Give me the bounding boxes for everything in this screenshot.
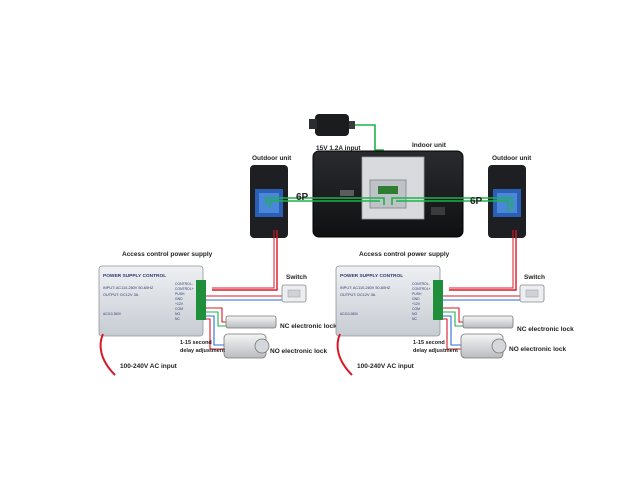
outdoor-unit-left — [250, 165, 288, 238]
left-switch-label: Switch — [286, 274, 307, 281]
indoor-unit-label: Indoor unit — [412, 142, 447, 149]
left-psu-title: Access control power supply — [122, 251, 213, 258]
right-psu-header: POWER SUPPLY CONTROL — [340, 273, 403, 279]
left-exit-switch — [281, 284, 307, 303]
outdoor-unit-left-label: Outdoor unit — [252, 155, 292, 162]
six-p-left-label: 6P — [296, 192, 309, 203]
left-psu-side: AC110-260V — [103, 312, 122, 316]
right-wiring — [443, 295, 520, 350]
right-terminal-label: PUSH — [412, 292, 422, 296]
left-no-lock-label: NO electronic lock — [270, 348, 327, 355]
six-p-cable-left — [265, 197, 385, 208]
right-terminal-label: NO — [412, 312, 417, 316]
left-unlock-wire-2 — [212, 230, 275, 289]
left-nc-lock-label: NC electronic lock — [280, 323, 337, 330]
right-power-supply — [335, 265, 443, 337]
left-terminal-label: CONTROL+ — [175, 287, 194, 291]
right-psu-terminal-list: CONTROL- CONTROL+ PUSH GND +12V COM NO N… — [412, 282, 431, 321]
right-terminal-label: CONTROL+ — [412, 287, 431, 291]
right-delay-line2: delay adjustment — [413, 348, 458, 354]
left-terminal-label: NC — [175, 317, 180, 321]
adapter-label: 15V 1.2A input — [316, 145, 361, 152]
left-terminal-label: +12V — [175, 302, 184, 306]
right-delay-line1: 1-15 second — [413, 340, 445, 346]
left-ac-cord — [99, 333, 116, 376]
indoor-unit — [312, 150, 464, 238]
left-nc-lock — [225, 315, 277, 329]
power-adapter — [309, 114, 355, 136]
right-no-lock-label: NO electronic lock — [509, 346, 566, 353]
outdoor-unit-right-label: Outdoor unit — [492, 155, 532, 162]
left-no-lock — [223, 333, 270, 359]
left-terminal-label: CONTROL- — [175, 282, 193, 286]
right-nc-lock-label: NC electronic lock — [517, 326, 574, 333]
left-terminal-label: GND — [175, 297, 183, 301]
left-psu-terminal-list: CONTROL- CONTROL+ PUSH GND +12V COM NO N… — [175, 282, 194, 321]
right-ac-input-label: 100-240V AC input — [357, 363, 415, 370]
right-psu-title: Access control power supply — [359, 251, 450, 258]
left-psu-header: POWER SUPPLY CONTROL — [103, 273, 166, 279]
right-terminal-label: CONTROL- — [412, 282, 430, 286]
right-psu-output: OUTPUT: DC12V 3A — [340, 293, 376, 297]
left-terminal-label: PUSH — [175, 292, 185, 296]
left-psu-output: OUTPUT: DC12V 3A — [103, 293, 139, 297]
left-psu-input: INPUT: AC110-260V 50-60HZ — [103, 286, 154, 290]
left-power-supply — [98, 265, 206, 337]
six-p-cable-right — [391, 197, 513, 212]
left-unlock-wire — [212, 230, 278, 291]
right-terminal-label: COM — [412, 307, 420, 311]
left-delay-line2: delay adjustment — [180, 348, 225, 354]
right-unlock-wire-2 — [449, 230, 514, 289]
right-unlock-wire — [449, 230, 517, 291]
right-switch-label: Switch — [524, 274, 545, 281]
left-delay-line1: 1-15 second — [180, 340, 212, 346]
right-terminal-label: NC — [412, 317, 417, 321]
right-psu-input: INPUT: AC110-260V 50-60HZ — [340, 286, 391, 290]
right-no-lock — [460, 333, 507, 359]
left-terminal-label: NO — [175, 312, 180, 316]
left-wiring — [206, 295, 282, 350]
right-terminal-label: GND — [412, 297, 420, 301]
right-psu-side: AC110-260V — [340, 312, 359, 316]
six-p-right-label: 6P — [470, 196, 483, 207]
right-exit-switch — [519, 284, 545, 303]
left-terminal-label: COM — [175, 307, 183, 311]
left-ac-input-label: 100-240V AC input — [120, 363, 178, 370]
right-ac-cord — [336, 333, 353, 376]
right-terminal-label: +12V — [412, 302, 421, 306]
right-nc-lock — [462, 315, 514, 329]
